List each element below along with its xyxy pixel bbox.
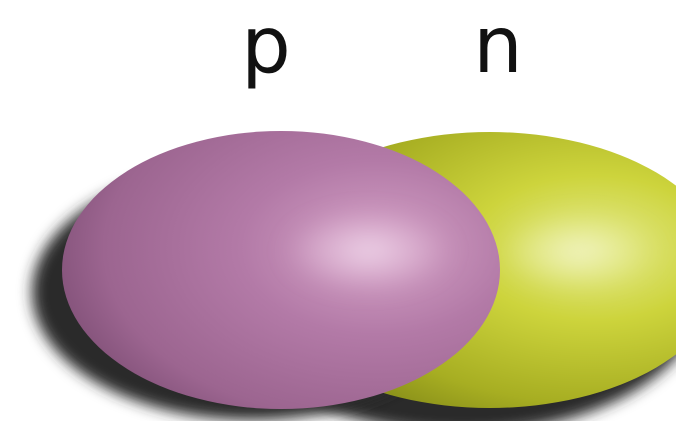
neutron-label: n: [473, 1, 522, 91]
proton-highlight: [282, 209, 454, 293]
proton-label: p: [241, 1, 291, 91]
proton-sphere: [62, 131, 500, 409]
neutron-highlight: [496, 212, 660, 292]
